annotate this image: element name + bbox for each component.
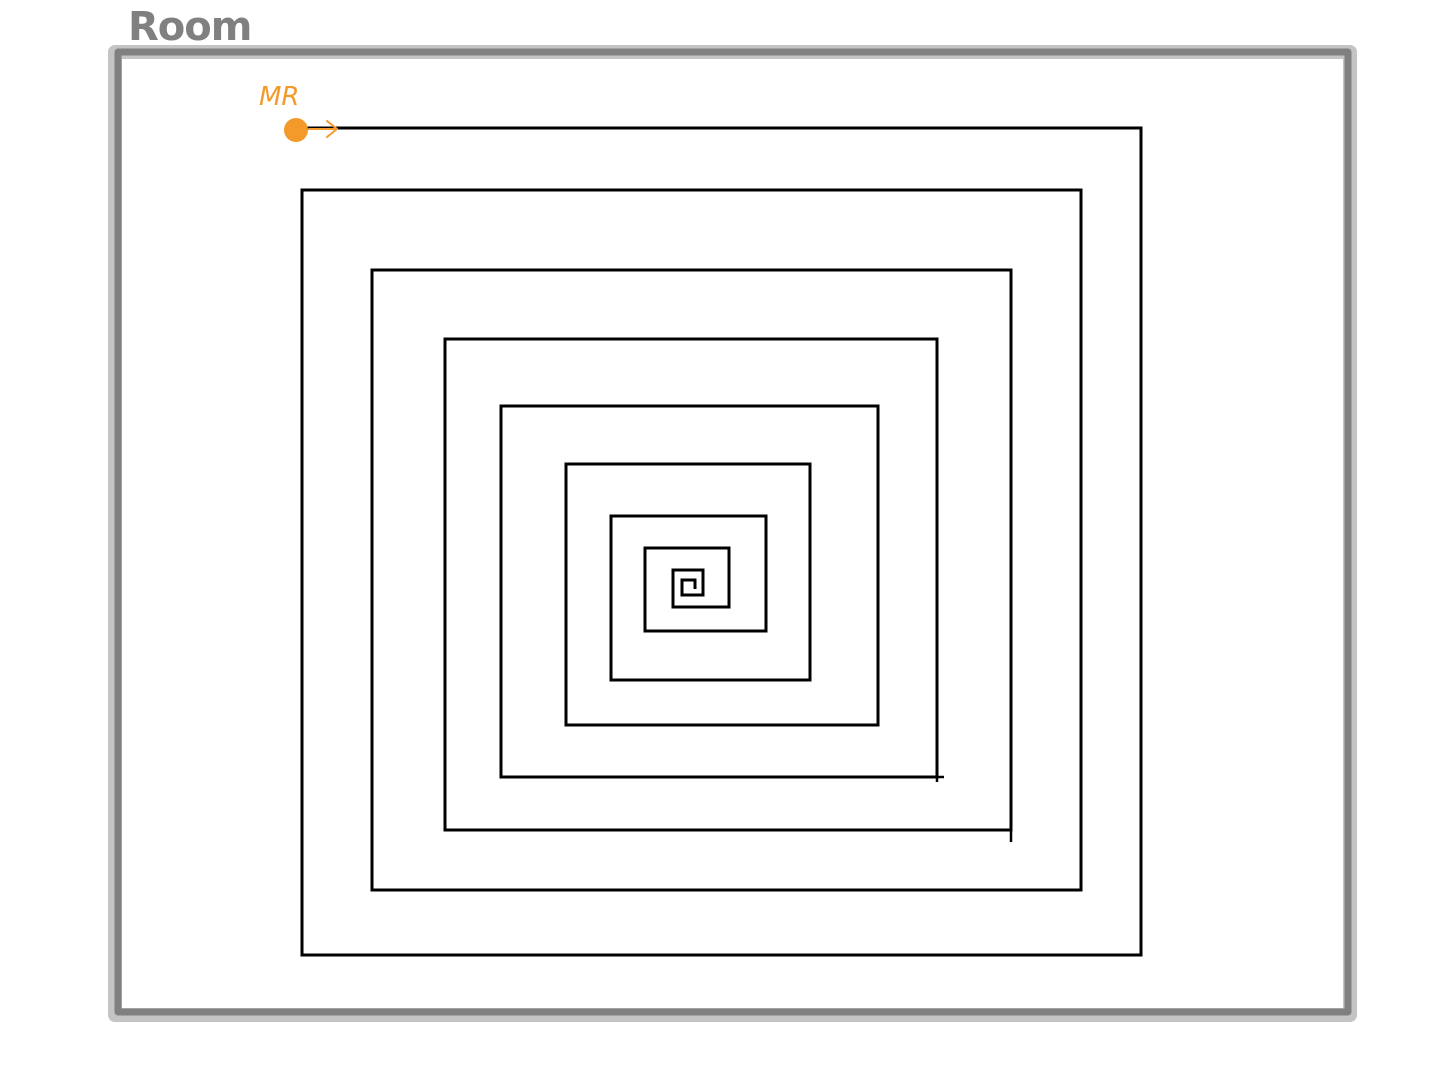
robot-dot — [284, 118, 308, 142]
room-wall-shadow — [108, 45, 1357, 1022]
heading-arrow-icon — [308, 120, 338, 138]
spiral-coverage-path — [300, 126, 1143, 957]
robot-label: MR — [259, 82, 300, 112]
room-label: Room — [128, 4, 251, 50]
room-wall — [114, 48, 1352, 1016]
mobile-robot: MR — [259, 82, 338, 142]
path-stroke-marks — [499, 406, 1013, 842]
